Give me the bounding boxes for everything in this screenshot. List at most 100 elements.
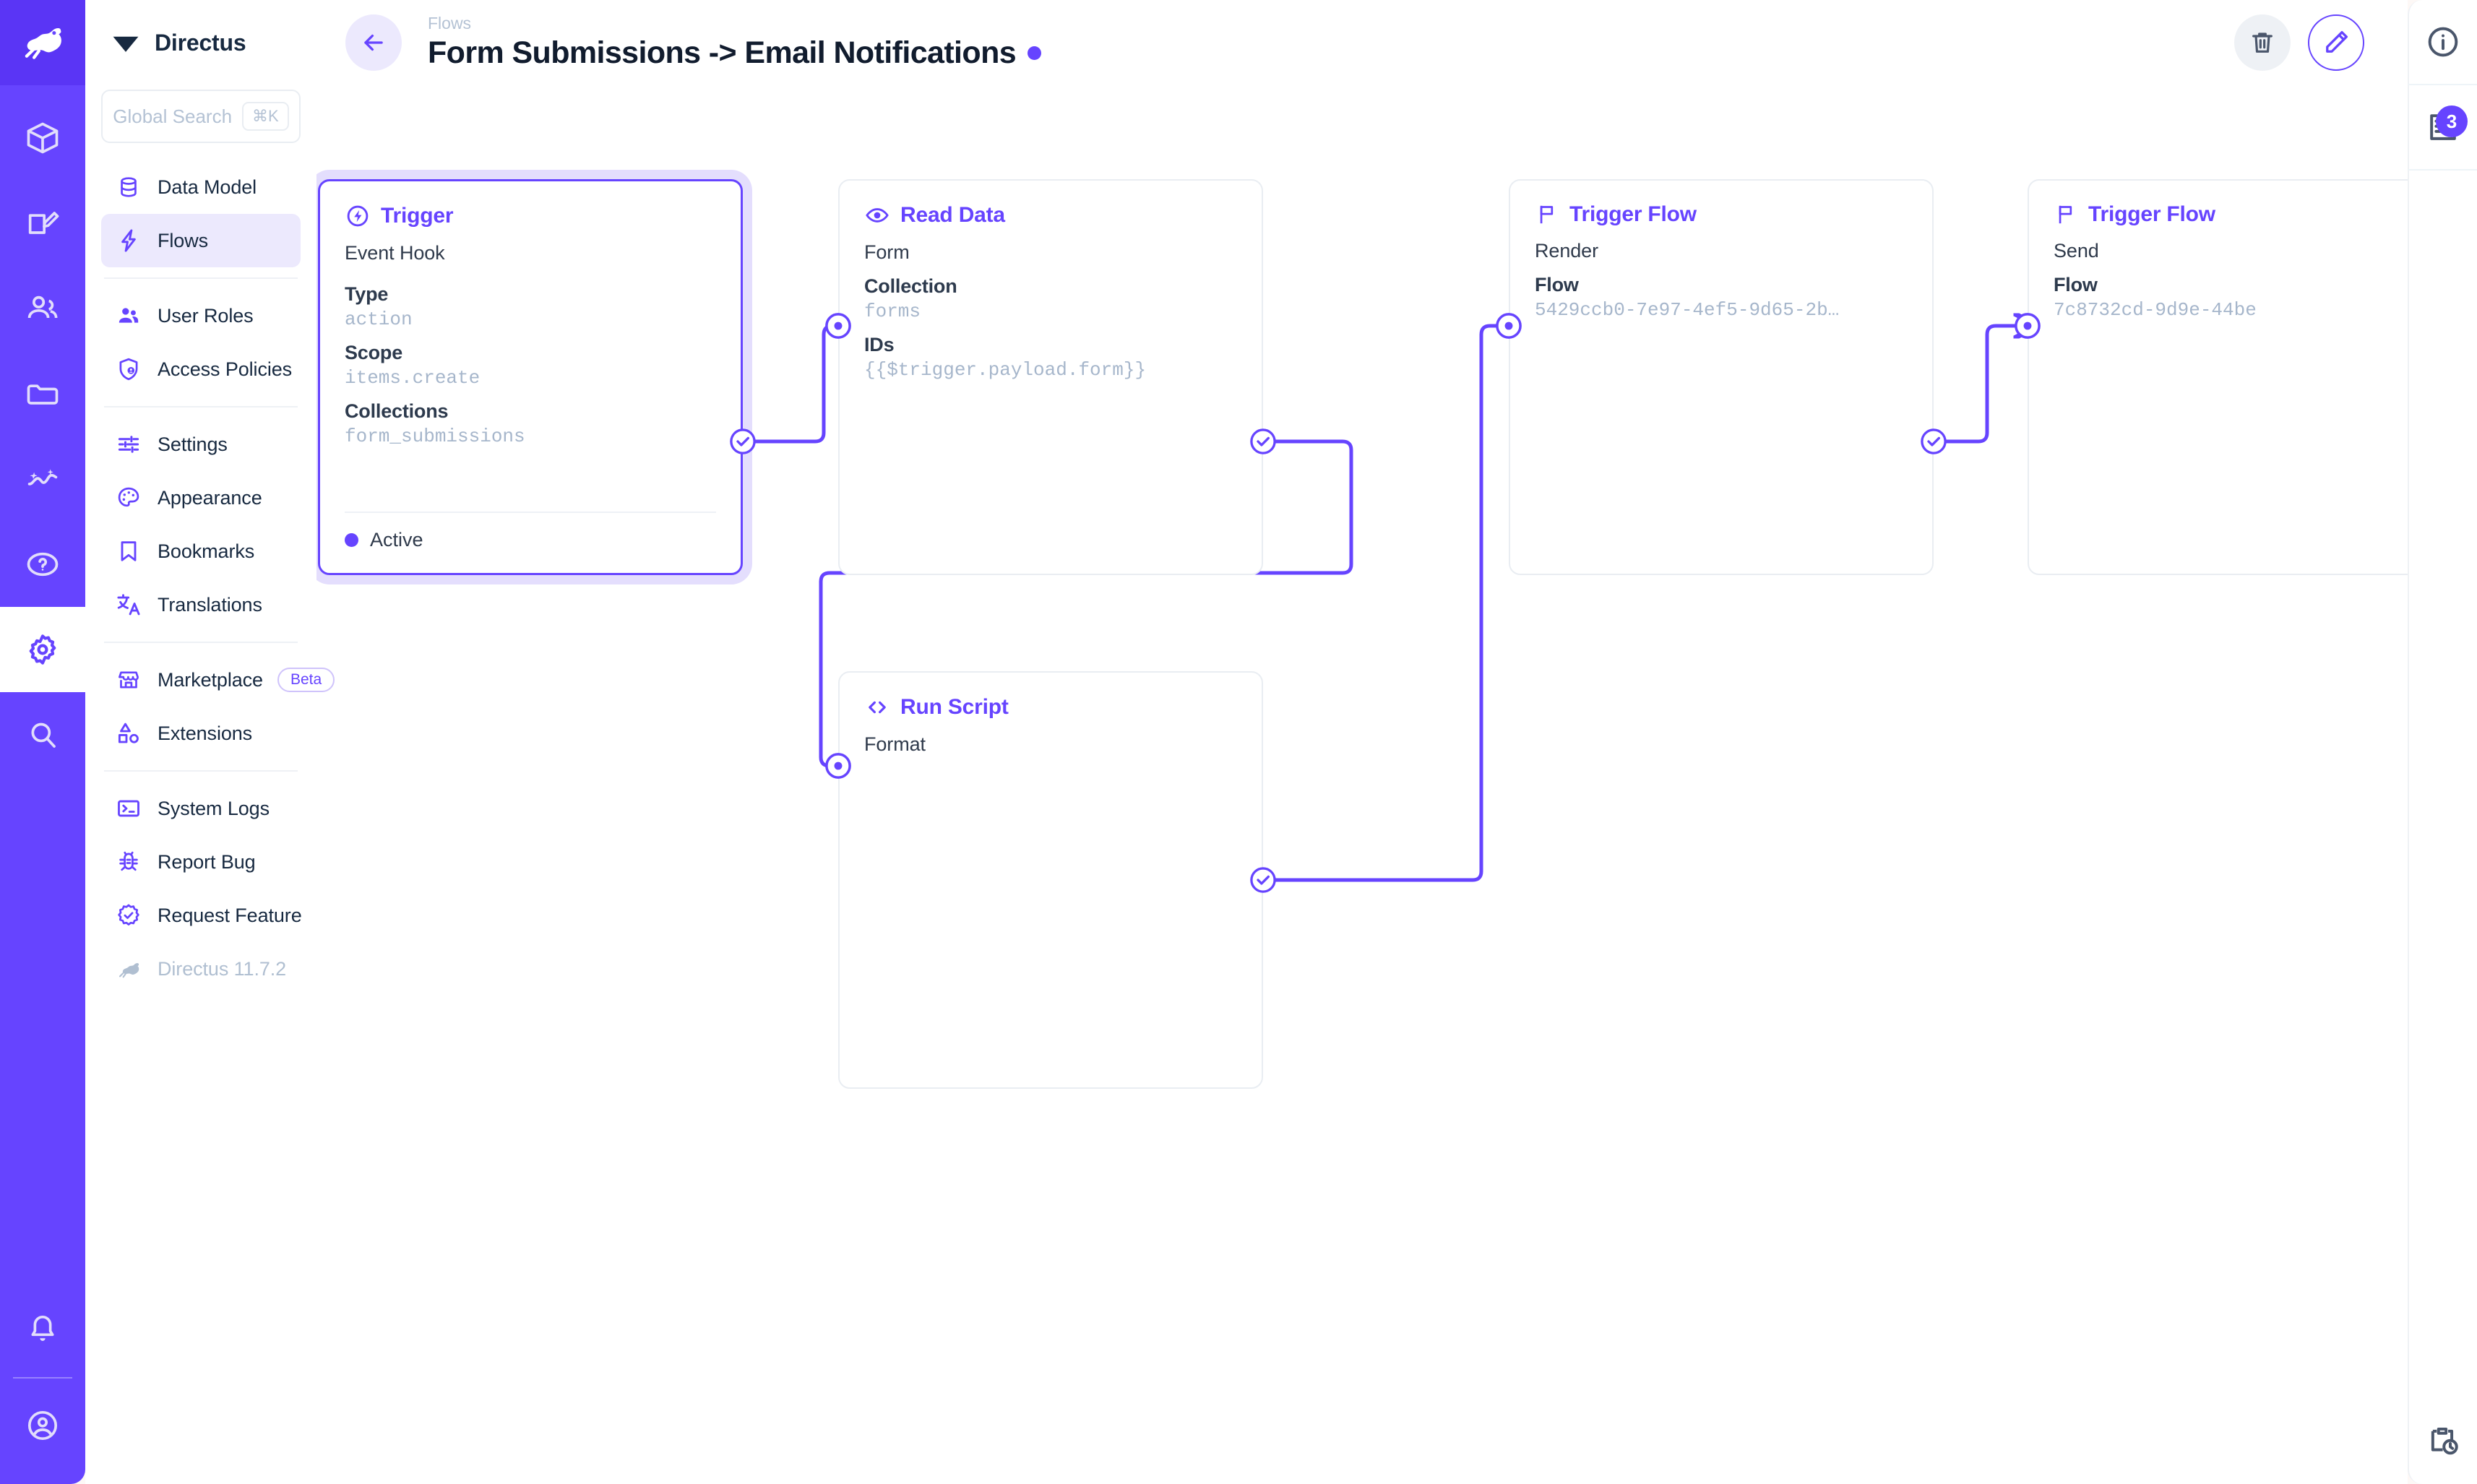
sidebar-item-settings[interactable]: Settings bbox=[101, 418, 301, 471]
sidebar-item-marketplace[interactable]: Marketplace Beta bbox=[101, 653, 335, 707]
terminal-icon bbox=[114, 794, 143, 823]
field-label: Collection bbox=[864, 275, 957, 297]
node-subtitle: Event Hook bbox=[345, 242, 445, 264]
node-subtitle: Send bbox=[2054, 240, 2099, 262]
module-button-search[interactable] bbox=[0, 692, 85, 777]
field-label: Scope bbox=[345, 342, 403, 363]
node-subtitle: Render bbox=[1535, 240, 1598, 262]
sidebar-item-request-feature[interactable]: Request Feature bbox=[101, 889, 302, 942]
field-label: Flow bbox=[1535, 274, 1579, 295]
module-button-file-library[interactable] bbox=[0, 351, 85, 436]
delete-flow-button[interactable] bbox=[2234, 14, 2291, 71]
sidebar-item-label: Directus 11.7.2 bbox=[158, 957, 287, 980]
field-label: Flow bbox=[2054, 274, 2098, 295]
flow-node-trigger[interactable]: Trigger Event Hook Type action Scope ite… bbox=[318, 179, 743, 575]
module-nav-list bbox=[0, 85, 85, 777]
port-input-trigger-flow-render[interactable] bbox=[1494, 311, 1524, 341]
port-output-trigger[interactable] bbox=[728, 426, 758, 457]
sidebar-item-translations[interactable]: Translations bbox=[101, 578, 301, 631]
global-search-input[interactable]: Global Search ⌘K bbox=[101, 90, 301, 143]
field-value: items.create bbox=[345, 367, 481, 389]
field-label: Type bbox=[345, 283, 389, 305]
flow-canvas[interactable]: Trigger Event Hook Type action Scope ite… bbox=[316, 85, 2408, 1484]
port-input-read-data[interactable] bbox=[823, 311, 853, 341]
account-button[interactable] bbox=[0, 1383, 85, 1468]
module-button-settings[interactable] bbox=[0, 607, 85, 692]
eye-icon bbox=[866, 208, 889, 223]
palette-icon bbox=[114, 483, 143, 512]
node-status-label: Active bbox=[370, 529, 423, 551]
page-title: Form Submissions -> Email Notifications bbox=[428, 35, 1017, 71]
sidebar-item-access-policies[interactable]: Access Policies bbox=[101, 342, 301, 396]
flow-node-read-data[interactable]: Read Data Form Collection forms IDs {{$t… bbox=[838, 179, 1263, 575]
project-header: Directus bbox=[101, 0, 301, 85]
translate-icon bbox=[114, 590, 143, 619]
nav-divider bbox=[104, 642, 298, 643]
nav-divider bbox=[104, 277, 298, 279]
project-name: Directus bbox=[155, 29, 246, 56]
pencil-icon bbox=[2326, 30, 2348, 53]
activity-history-button[interactable] bbox=[2408, 1399, 2477, 1484]
extension-icon bbox=[114, 719, 143, 748]
sidebar-item-label: Extensions bbox=[158, 722, 253, 744]
sidebar-item-label: Bookmarks bbox=[158, 540, 255, 562]
users-icon bbox=[27, 295, 58, 319]
node-type-label: Run Script bbox=[900, 695, 1009, 719]
flow-info-button[interactable] bbox=[2408, 0, 2477, 85]
sidebar-item-label: Marketplace bbox=[158, 668, 263, 691]
sidebar-item-system-logs[interactable]: System Logs bbox=[101, 782, 301, 835]
header-actions bbox=[2234, 14, 2408, 71]
sidebar-item-flows[interactable]: Flows bbox=[101, 214, 301, 267]
node-subtitle: Format bbox=[864, 733, 926, 755]
question-circle-icon bbox=[27, 552, 59, 577]
nav-group-marketplace: Marketplace Beta Extensions bbox=[101, 653, 335, 760]
arrow-left-icon bbox=[364, 34, 383, 51]
port-output-run-script[interactable] bbox=[1248, 865, 1278, 895]
module-button-content[interactable] bbox=[0, 95, 85, 181]
sidebar-item-user-roles[interactable]: User Roles bbox=[101, 289, 301, 342]
notifications-button[interactable] bbox=[0, 1287, 85, 1373]
flag-icon bbox=[2059, 205, 2072, 224]
user-circle-icon bbox=[27, 1410, 58, 1441]
sidebar-item-report-bug[interactable]: Report Bug bbox=[101, 835, 301, 889]
folder-icon bbox=[27, 384, 59, 405]
directus-logo-button[interactable] bbox=[0, 0, 85, 85]
sidebar-item-extensions[interactable]: Extensions bbox=[101, 707, 301, 760]
flow-node-trigger-flow-render[interactable]: Trigger Flow Render Flow 5429ccb0-7e97-4… bbox=[1509, 179, 1934, 575]
back-button[interactable] bbox=[345, 14, 402, 71]
field-value: 5429ccb0-7e97-4ef5-9d65-2b… bbox=[1535, 299, 1840, 321]
module-button-user-directory[interactable] bbox=[0, 266, 85, 351]
port-output-trigger-flow-render[interactable] bbox=[1918, 426, 1949, 457]
sidebar-item-label: User Roles bbox=[158, 304, 254, 327]
settings-sidebar: Directus Global Search ⌘K Data Model bbox=[85, 0, 335, 1484]
sidebar-item-data-model[interactable]: Data Model bbox=[101, 160, 301, 214]
nav-group-data: Data Model Flows bbox=[101, 160, 301, 267]
port-input-run-script[interactable] bbox=[823, 751, 853, 781]
sidebar-item-label: Access Policies bbox=[158, 358, 293, 380]
bell-icon bbox=[31, 1315, 54, 1341]
title-block: Flows Form Submissions -> Email Notifica… bbox=[428, 13, 1042, 71]
global-search-shortcut: ⌘K bbox=[242, 101, 289, 131]
target-circle-icon bbox=[2015, 313, 2041, 339]
nav-divider bbox=[104, 770, 298, 772]
module-button-editor[interactable] bbox=[0, 181, 85, 266]
sliders-icon bbox=[114, 430, 143, 459]
module-button-insights[interactable] bbox=[0, 436, 85, 522]
flow-logs-button[interactable]: 3 bbox=[2408, 85, 2477, 171]
edit-flow-button[interactable] bbox=[2308, 14, 2364, 71]
beta-badge: Beta bbox=[277, 668, 335, 692]
module-bar bbox=[0, 0, 85, 1484]
right-sidebar: 3 bbox=[2408, 0, 2477, 1484]
breadcrumb[interactable]: Flows bbox=[428, 13, 472, 33]
flag-icon bbox=[1540, 205, 1554, 224]
sidebar-item-bookmarks[interactable]: Bookmarks bbox=[101, 525, 301, 578]
main-content: Flows Form Submissions -> Email Notifica… bbox=[316, 0, 2408, 1484]
code-brackets-icon bbox=[869, 701, 886, 714]
port-input-trigger-flow-send[interactable] bbox=[2012, 311, 2043, 341]
port-output-read-data[interactable] bbox=[1248, 426, 1278, 457]
sidebar-item-appearance[interactable]: Appearance bbox=[101, 471, 301, 525]
module-button-help[interactable] bbox=[0, 522, 85, 607]
flow-node-trigger-flow-send[interactable]: Trigger Flow Send Flow 7c8732cd-9d9e-44b… bbox=[2028, 179, 2408, 575]
flow-node-run-script[interactable]: Run Script Format bbox=[838, 671, 1263, 1089]
check-circle-icon bbox=[1921, 428, 1947, 454]
